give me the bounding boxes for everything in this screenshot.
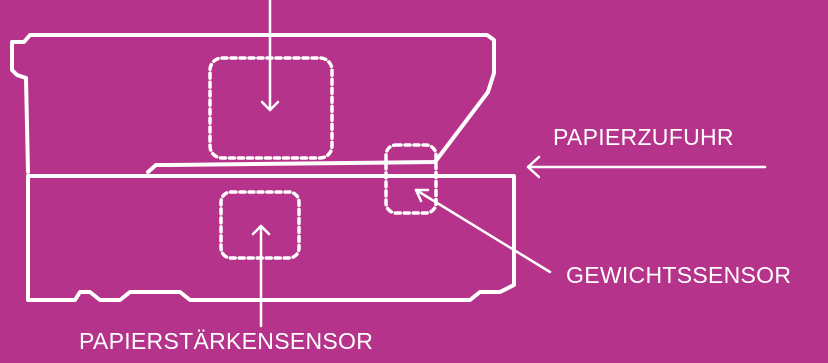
thickness-sensor-label: PAPIERSTÄRKENSENSOR <box>79 328 374 354</box>
weight-sensor-area <box>384 143 438 215</box>
paper-feed-label: PAPIERZUFUHR <box>553 124 734 150</box>
weight-sensor-label: GEWICHTSSENSOR <box>566 262 792 288</box>
device-upper-body <box>10 33 496 174</box>
thickness-sensor-arrow <box>251 224 271 328</box>
device-base <box>26 174 516 302</box>
paper-feed-arrow <box>526 155 767 179</box>
top-arrow <box>260 0 280 112</box>
weight-sensor-arrow <box>414 188 552 274</box>
